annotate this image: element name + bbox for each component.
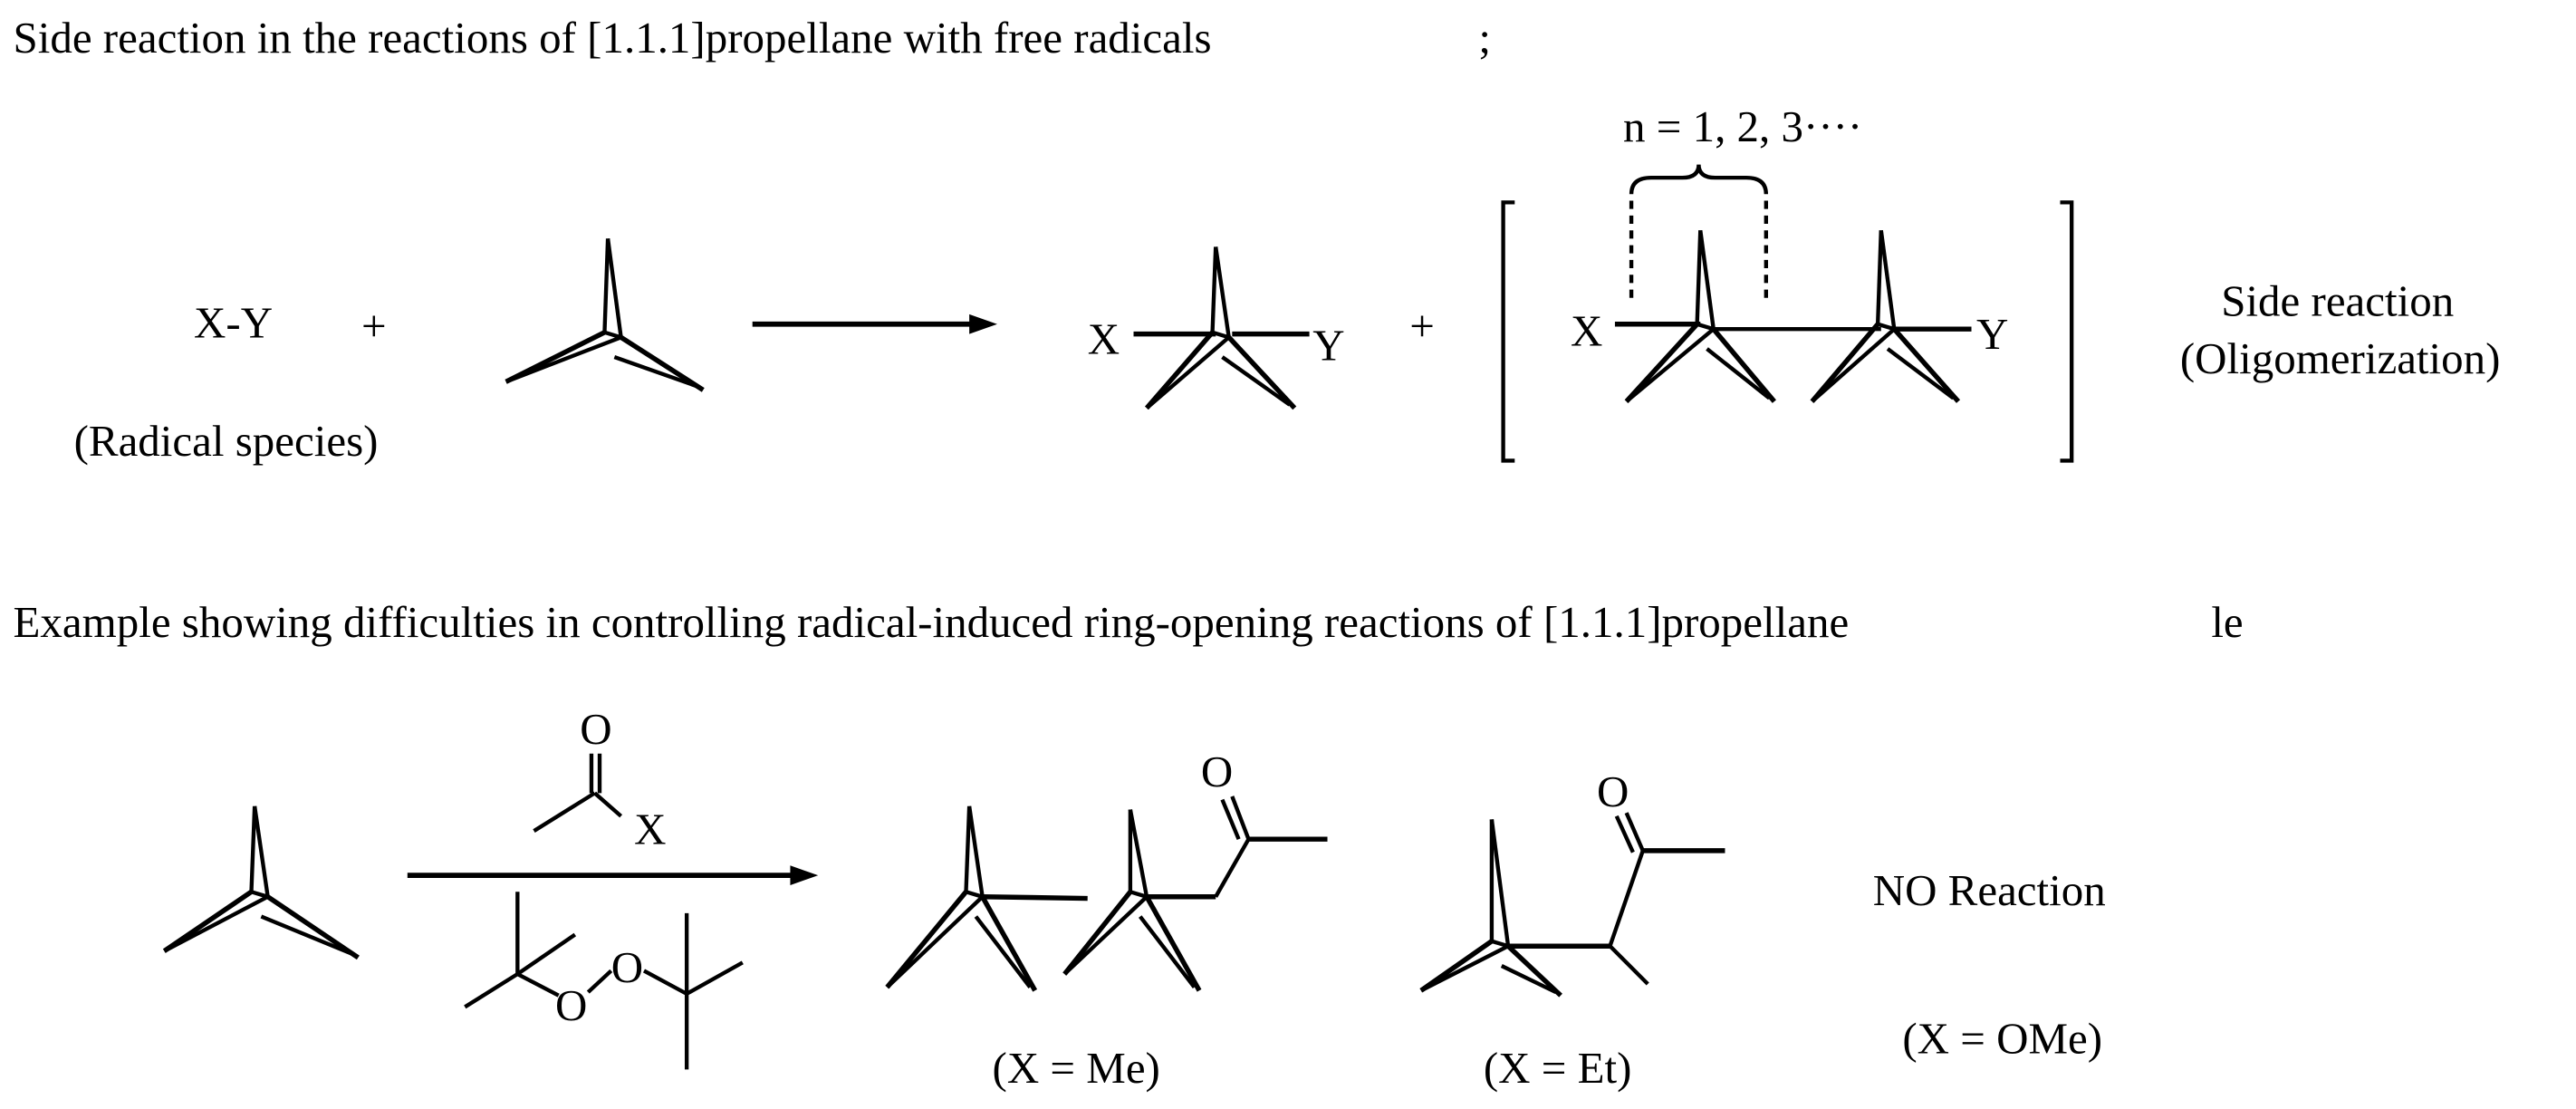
cage-bond	[1624, 322, 1699, 403]
repeat-brace	[1629, 164, 1768, 195]
cage-bond	[1062, 890, 1133, 976]
cage-bond	[1128, 809, 1149, 898]
cage-bond	[1875, 230, 1883, 324]
cage-bond	[602, 238, 610, 333]
cage-bond	[266, 894, 360, 960]
plus-sign: +	[361, 301, 387, 351]
cage-bond	[1500, 964, 1557, 995]
cage-bond	[1129, 890, 1148, 899]
cage-bond	[250, 890, 269, 899]
cage-bond	[163, 894, 269, 953]
scheme2-title: Example showing difficulties in controll…	[14, 597, 1850, 647]
oligomerization-label: (Oligomerization)	[2180, 333, 2501, 383]
right-bracket	[2060, 200, 2074, 463]
cage-bond	[964, 805, 972, 892]
repeat-count-label: n = 1, 2, 3····	[1623, 101, 1862, 151]
ch-bond	[1608, 850, 1645, 947]
cage-bond	[605, 238, 623, 338]
arrow-head-icon	[969, 313, 997, 334]
propellane-structures-scheme1	[505, 229, 1972, 410]
cage-bond	[1879, 229, 1897, 330]
cage-bond	[1711, 327, 1776, 403]
tbu-bond	[516, 932, 577, 976]
arrow-head-icon	[790, 865, 819, 886]
cage-bond	[885, 895, 985, 989]
cage-bond	[1810, 322, 1880, 403]
scheme1-title: Side reaction in the reactions of [1.1.1…	[14, 13, 1212, 63]
product-y: Y	[1312, 321, 1344, 371]
cage-bond	[965, 890, 984, 899]
reagent-xy: X-Y	[194, 297, 273, 347]
tbu-bond	[686, 960, 744, 996]
cage-bond	[1489, 819, 1511, 947]
co-bond	[516, 972, 560, 998]
cage-bond	[1706, 347, 1771, 400]
cage-bond	[1695, 230, 1703, 324]
oo-bond	[586, 969, 613, 994]
cage-bond	[885, 890, 968, 989]
cage-bond	[1698, 229, 1716, 330]
cage-bond	[1419, 944, 1510, 993]
cage-bond	[974, 915, 1032, 988]
ketone-oxygen-2: O	[1597, 767, 1629, 816]
cage-bond	[1062, 895, 1149, 976]
oc-bond	[642, 969, 688, 996]
scheme1-title-suffix: ;	[1478, 13, 1491, 63]
cage-bond	[505, 335, 622, 384]
cage-bond	[1210, 246, 1218, 333]
cage-bond	[1886, 347, 1955, 400]
plus-sign-2: +	[1409, 301, 1435, 351]
cage-bond	[1892, 327, 1961, 403]
carbonyl-bond	[1624, 812, 1645, 852]
scheme2-title-suffix: le	[2211, 597, 2243, 647]
cage-bond	[1144, 895, 1202, 992]
cx-bond	[593, 791, 623, 818]
cage-bond	[1221, 355, 1292, 407]
product-me-label: (X = Me)	[993, 1043, 1160, 1093]
cage-bond	[980, 895, 1038, 992]
cage-bond	[162, 890, 254, 953]
cage-bond	[966, 805, 985, 898]
cage-bond	[260, 914, 354, 957]
cage-bond	[249, 805, 257, 892]
ch2-bond	[1214, 838, 1251, 898]
carbonyl-bond	[1230, 796, 1251, 840]
cage-bond	[620, 334, 705, 392]
cage-bond	[1877, 322, 1895, 332]
product-et-label: (X = Et)	[1484, 1043, 1632, 1093]
peroxide-oxygen-2: O	[611, 942, 643, 992]
cage-bond	[613, 355, 699, 389]
methyl-bond	[1608, 944, 1649, 986]
reagent-x: X	[634, 805, 666, 854]
ome-label: (X = OMe)	[1902, 1013, 2102, 1063]
side-reaction-label: Side reaction	[2221, 276, 2454, 326]
structures-scheme2	[162, 753, 1725, 1070]
cage-bond	[1145, 335, 1231, 410]
cage-bond	[252, 805, 270, 898]
oligomer-y: Y	[1976, 309, 2008, 359]
cage-bond	[1139, 915, 1197, 988]
cage-bond	[1625, 327, 1716, 403]
cage-bond	[1491, 939, 1509, 949]
cage-bond	[1811, 327, 1896, 403]
left-bracket	[1501, 200, 1515, 463]
peroxide-oxygen-1: O	[555, 980, 587, 1030]
ketone-oxygen-1: O	[1201, 747, 1233, 796]
no-reaction-label: NO Reaction	[1873, 865, 2106, 915]
cage-bond	[1214, 246, 1231, 338]
cage-bond	[1226, 335, 1297, 410]
cage-bond	[1506, 944, 1562, 998]
link-bond	[982, 894, 1088, 902]
oligomer-x: X	[1571, 305, 1602, 355]
reagent-oxygen: O	[580, 704, 611, 754]
tbu-bond	[464, 972, 519, 1009]
product-x: X	[1088, 313, 1120, 363]
cage-bond	[1419, 939, 1494, 993]
radical-species-label: (Radical species)	[74, 416, 379, 466]
methyl-bond	[533, 791, 596, 833]
carbonyl-bond	[1614, 815, 1635, 853]
cage-bond	[1144, 331, 1215, 410]
carbonyl-bond	[1220, 798, 1241, 841]
